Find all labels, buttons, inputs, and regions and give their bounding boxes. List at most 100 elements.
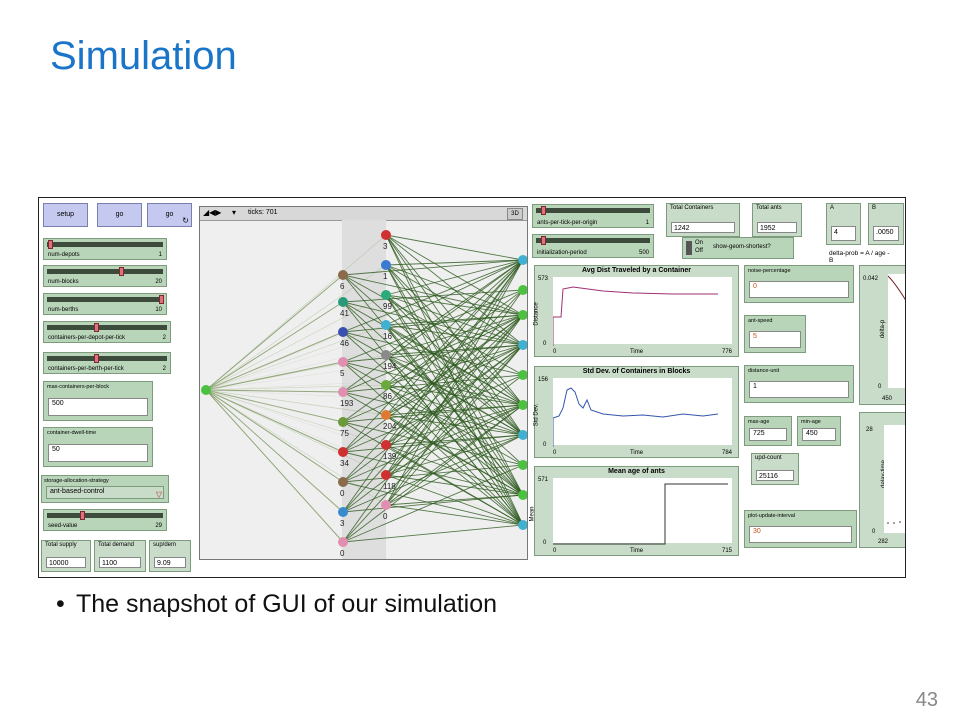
chooser-name: storage-allocation-strategy — [44, 478, 109, 484]
slider-seed-value[interactable]: seed-value 29 — [43, 509, 167, 531]
slider-ants-per-tick[interactable]: ants-per-tick-per-origin 1 — [532, 204, 654, 228]
show-geom-shortest-switch[interactable]: On Off show-geom-shortest? — [682, 237, 794, 259]
input-value[interactable]: 4 — [831, 226, 856, 241]
slider-initialization-period[interactable]: initialization-period 500 — [532, 234, 654, 258]
tick-counter: ticks: 701 — [248, 209, 278, 216]
b-input: B .0050 — [868, 203, 904, 245]
plot-xmax: 784 — [721, 450, 732, 456]
monitor-name: upd-count — [755, 455, 782, 461]
plot-ymax: 573 — [538, 276, 549, 282]
input-value[interactable]: .0050 — [873, 226, 899, 241]
plot-ylabel: Mean — [529, 506, 536, 522]
slider-track — [47, 513, 163, 518]
input-value[interactable]: 1 — [749, 381, 849, 398]
network-link — [205, 259, 524, 391]
plot-area — [887, 274, 905, 388]
network-link — [205, 389, 344, 483]
a-input: A 4 — [826, 203, 861, 245]
input-name: ant-speed — [748, 318, 773, 324]
network-link — [205, 389, 387, 446]
network-link — [205, 289, 524, 391]
container-dwell-time-input: container-dwell-time 50 — [43, 427, 153, 467]
network-node — [338, 357, 348, 367]
slider-num-berths[interactable]: num-berths 10 — [43, 293, 167, 315]
network-link — [385, 294, 524, 316]
slider-value: 2 — [162, 335, 166, 341]
input-name: B — [872, 205, 877, 211]
bullet-item: • The snapshot of GUI of our simulation — [56, 590, 498, 619]
network-link — [205, 361, 344, 391]
slider-num-blocks[interactable]: num-blocks 20 — [43, 265, 167, 287]
slider-name: seed-value — [48, 523, 78, 529]
network-link — [385, 259, 524, 446]
go-forever-label: go — [165, 211, 174, 218]
network-node — [338, 447, 348, 457]
input-name: max-age — [748, 419, 770, 425]
network-link — [205, 389, 387, 476]
plot-title: Avg Dist Traveled by a Container — [581, 267, 692, 274]
slider-containers-per-depot[interactable]: containers-per-depot-per-tick 2 — [43, 321, 171, 343]
network-link — [342, 259, 524, 453]
input-name: A — [830, 205, 835, 211]
node-label: 118 — [383, 482, 396, 491]
slider-knob[interactable] — [541, 236, 546, 245]
bullet-text: The snapshot of GUI of our simulation — [76, 590, 498, 618]
network-link — [205, 274, 344, 391]
network-link — [205, 389, 344, 543]
slider-knob[interactable] — [48, 240, 53, 249]
slider-knob[interactable] — [94, 323, 99, 332]
network-link — [385, 259, 524, 476]
setup-button[interactable]: setup — [43, 203, 88, 227]
plot-ymin: 0 — [543, 540, 547, 546]
chooser-value[interactable]: ant-based-control — [46, 486, 164, 499]
slider-knob[interactable] — [119, 267, 124, 276]
network-node — [381, 470, 391, 480]
plot-xlabel: Time — [629, 450, 644, 456]
input-value[interactable]: 500 — [48, 398, 148, 416]
slider-num-depots[interactable]: num-depots 1 — [43, 238, 167, 260]
slider-knob[interactable] — [94, 354, 99, 363]
input-value[interactable]: 725 — [749, 428, 787, 441]
upd-count-monitor: upd-count 25116 — [751, 453, 799, 485]
slider-containers-per-berth[interactable]: containers-per-berth-per-tick 2 — [43, 352, 171, 374]
page-number: 43 — [915, 689, 938, 711]
network-link — [385, 314, 524, 416]
input-value[interactable]: 50 — [48, 444, 148, 462]
node-label: 0 — [340, 489, 345, 498]
slider-name: containers-per-depot-per-tick — [48, 335, 126, 341]
3d-button[interactable]: 3D — [507, 208, 523, 220]
bullet-dot-icon: • — [56, 590, 65, 618]
plot-area — [553, 478, 732, 545]
slider-name: ants-per-tick-per-origin — [537, 220, 598, 226]
playback-controls-icon[interactable]: ◢◀▶ — [203, 208, 222, 217]
input-value[interactable]: 450 — [802, 428, 836, 441]
input-value[interactable]: 30 — [749, 526, 852, 543]
node-label: 0 — [383, 512, 388, 521]
network-link — [205, 389, 344, 393]
network-node — [338, 387, 348, 397]
input-value[interactable]: 5 — [749, 331, 801, 348]
input-value[interactable]: 0 — [749, 281, 849, 298]
min-age-input: min-age 450 — [797, 416, 841, 446]
formula-note: delta-prob = A / age - B — [829, 250, 890, 264]
network-node — [338, 327, 348, 337]
network-link — [205, 294, 387, 391]
input-name: noise-percentage — [748, 268, 791, 274]
plot-xmin: 0 — [553, 349, 557, 355]
slider-knob[interactable] — [80, 511, 85, 520]
speed-icon[interactable]: ▾ — [232, 208, 237, 217]
slider-knob[interactable] — [159, 295, 164, 304]
network-node — [518, 430, 527, 440]
go-once-button[interactable]: go — [97, 203, 142, 227]
storage-allocation-chooser[interactable]: storage-allocation-strategy ant-based-co… — [41, 475, 169, 503]
switch-toggle[interactable] — [686, 241, 692, 255]
monitor-name: Total demand — [98, 542, 135, 548]
slider-knob[interactable] — [541, 206, 546, 215]
go-forever-button[interactable]: go ↻ — [147, 203, 192, 227]
network-link — [385, 234, 524, 261]
network-link — [385, 314, 524, 356]
plot-line — [887, 275, 905, 301]
network-link — [342, 274, 524, 316]
node-label: 193 — [340, 399, 354, 408]
